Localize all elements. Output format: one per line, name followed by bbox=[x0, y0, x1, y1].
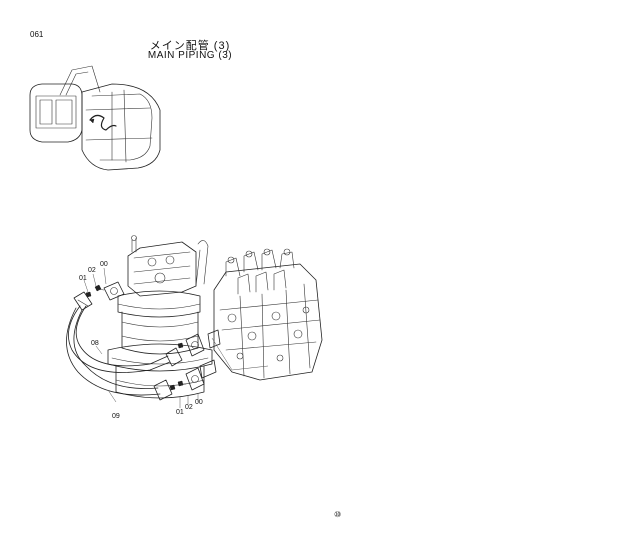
callout-lower-00: 00 bbox=[195, 399, 203, 406]
lower-fittings bbox=[153, 333, 205, 408]
hoses bbox=[66, 305, 171, 403]
callout-lower-01: 01 bbox=[176, 409, 184, 416]
callout-lower-02: 02 bbox=[185, 404, 193, 411]
page-number: 061 bbox=[30, 30, 44, 39]
callout-hose-09: 09 bbox=[112, 413, 120, 420]
title-english: MAIN PIPING (3) bbox=[147, 50, 233, 61]
callout-upper-00: 00 bbox=[100, 261, 108, 268]
page-mark: ⑩ bbox=[334, 510, 341, 519]
swing-motor bbox=[107, 235, 213, 399]
excavator-location-sketch bbox=[29, 65, 161, 171]
control-valve bbox=[199, 248, 323, 381]
callout-upper-02: 02 bbox=[88, 267, 96, 274]
title-japanese: メイン配管 (3) bbox=[149, 40, 231, 52]
upper-fittings bbox=[73, 267, 125, 311]
callout-hose-08: 08 bbox=[91, 340, 99, 347]
callout-upper-01: 01 bbox=[79, 275, 87, 282]
